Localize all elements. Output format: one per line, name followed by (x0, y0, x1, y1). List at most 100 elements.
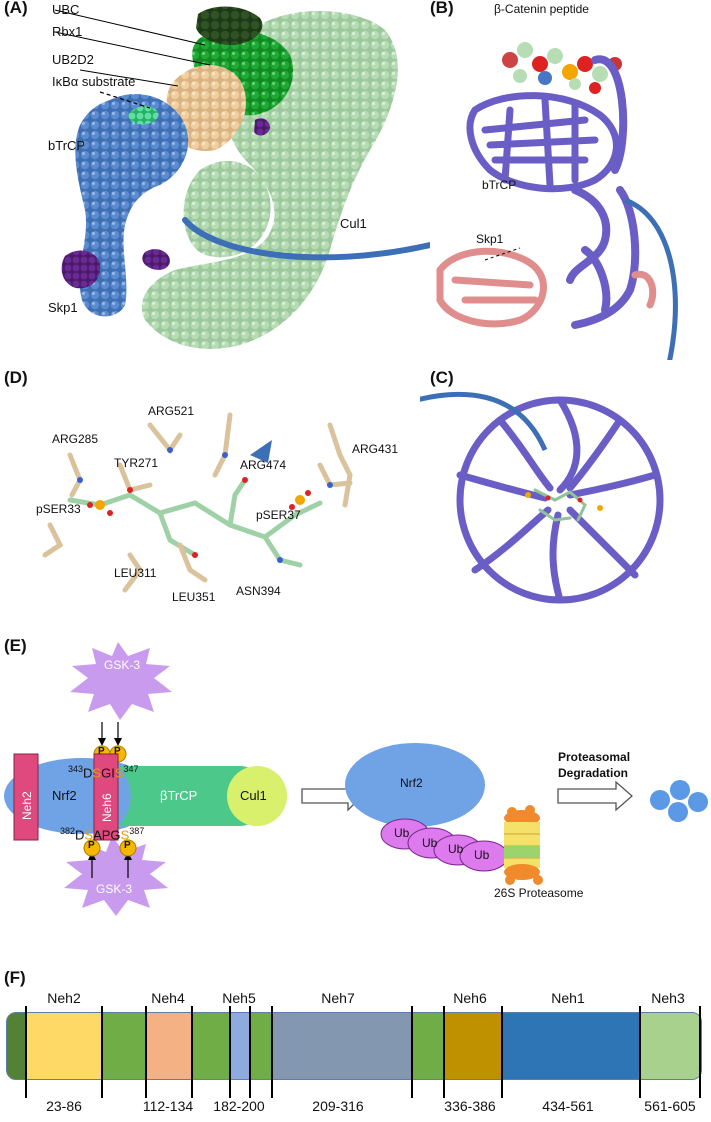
panel-label-f: (F) (4, 968, 26, 987)
tick-200 (249, 1006, 251, 1098)
linker-4 (413, 1013, 445, 1079)
label-btrcp-b: bTrCP (482, 178, 517, 192)
motif-bot-d: D (75, 827, 85, 843)
nrf2-domain-bar (6, 1012, 702, 1080)
label-asn394: ASN394 (236, 584, 281, 598)
label-neh6-e: Neh6 (100, 793, 114, 822)
motif-top-d: D (83, 765, 93, 781)
degradation-schematic (4, 642, 708, 916)
label-ub-2: Ub (422, 836, 438, 850)
tick-561 (639, 1006, 641, 1098)
label-26s-proteasome: 26S Proteasome (494, 886, 584, 900)
tick-386 (501, 1006, 503, 1098)
tick-209 (271, 1006, 273, 1098)
label-cul1-e: Cul1 (240, 788, 267, 803)
segment-neh2 (27, 1013, 103, 1079)
domain-name-neh3: Neh3 (651, 990, 685, 1006)
propeller-binding-site (420, 391, 664, 604)
linker-2 (193, 1013, 231, 1079)
label-nrf2-e: Nrf2 (52, 788, 77, 803)
linker-3 (251, 1013, 273, 1079)
label-rbx1: Rbx1 (52, 24, 83, 39)
domain-name-neh4: Neh4 (151, 990, 185, 1006)
tick-316 (411, 1006, 413, 1098)
tick-23 (25, 1006, 27, 1098)
domain-name-neh2: Neh2 (47, 990, 81, 1006)
gsk3-top-burst (70, 642, 172, 720)
n-terminus-segment (7, 1013, 27, 1079)
domain-name-neh5: Neh5 (222, 990, 256, 1006)
label-neh2-e: Neh2 (20, 791, 34, 820)
tick-336 (443, 1006, 445, 1098)
linker-1 (103, 1013, 147, 1079)
segment-neh1 (503, 1013, 641, 1079)
label-arg474: ARG474 (240, 458, 287, 472)
tick-134 (191, 1006, 193, 1098)
label-arg521: ARG521 (148, 404, 195, 418)
segment-neh6 (445, 1013, 503, 1079)
panel-label-a: (A) (4, 0, 28, 17)
label-cul1-a: Cul1 (340, 216, 367, 231)
btrcp-skp1-ribbon (436, 42, 678, 360)
motif-top-s2: S (114, 765, 124, 781)
motif-bot-s1: S (84, 827, 94, 843)
label-ubc: UBC (52, 2, 80, 17)
domain-range-neh7: 209-316 (312, 1098, 364, 1114)
label-ub2d2: UB2D2 (52, 52, 94, 67)
label-btrcp-a: bTrCP (48, 138, 86, 153)
label-skp1-b: Skp1 (476, 232, 504, 246)
label-pser37: pSER37 (256, 508, 301, 522)
motif-bottom: 382DSAPGS387 (60, 826, 144, 842)
motif-top: 343DSGIS347 (68, 764, 139, 780)
domain-range-neh5: 182-200 (213, 1098, 265, 1114)
motif-bot-apg: APG (93, 827, 121, 843)
motif-bot-end: 387 (129, 826, 145, 836)
p-label-4: P (124, 840, 131, 851)
gsk3-bottom-burst (64, 836, 168, 916)
panel-label-d: (D) (4, 368, 28, 387)
domain-range-neh2: 23-86 (46, 1098, 82, 1114)
binding-residues-sticks (42, 412, 353, 593)
p-label-1: P (98, 746, 105, 757)
motif-top-gi: GI (101, 765, 115, 781)
label-proteasomal: Proteasomal (558, 750, 631, 764)
segment-neh4 (147, 1013, 193, 1079)
segment-neh3 (641, 1013, 701, 1079)
domain-range-neh4: 112-134 (142, 1098, 194, 1114)
label-tyr271: TYR271 (114, 456, 159, 470)
panel-label-c: (C) (430, 368, 454, 387)
domain-range-neh6: 336-386 (444, 1098, 496, 1114)
tick-112 (145, 1006, 147, 1098)
motif-top-start: 343 (68, 764, 84, 774)
arrow-head-to-d (250, 440, 272, 463)
motif-top-s1: S (92, 765, 102, 781)
tick-605 (699, 1006, 701, 1098)
label-beta-catenin-peptide: β-Catenin peptide (494, 2, 589, 16)
label-gsk3-top: GSK-3 (104, 658, 141, 672)
p-label-2: P (114, 746, 121, 757)
label-leu351: LEU351 (172, 590, 216, 604)
p-label-3: P (88, 840, 95, 851)
label-skp1-a: Skp1 (48, 300, 78, 315)
label-nrf2-right: Nrf2 (400, 776, 423, 790)
label-degradation: Degradation (558, 766, 629, 780)
panel-label-b: (B) (430, 0, 454, 17)
label-btrcp-e: βTrCP (160, 788, 198, 803)
segment-neh5 (231, 1013, 251, 1079)
scf-complex-structure (54, 6, 430, 349)
motif-bot-s2: S (120, 827, 130, 843)
tick-182 (229, 1006, 231, 1098)
label-ub-4: Ub (474, 848, 490, 862)
label-ub-3: Ub (448, 842, 464, 856)
label-ikba-substrate: IκBα substrate (52, 74, 136, 89)
domain-name-neh1: Neh1 (551, 990, 585, 1006)
label-arg431: ARG431 (352, 442, 399, 456)
segment-neh7 (273, 1013, 413, 1079)
domain-name-neh7: Neh7 (321, 990, 355, 1006)
label-pser33: pSER33 (36, 502, 81, 516)
panel-label-e: (E) (4, 636, 27, 655)
label-arg285: ARG285 (52, 432, 99, 446)
domain-range-neh3: 561-605 (644, 1098, 696, 1114)
motif-bot-start: 382 (60, 826, 76, 836)
domain-range-neh1: 434-561 (542, 1098, 594, 1114)
